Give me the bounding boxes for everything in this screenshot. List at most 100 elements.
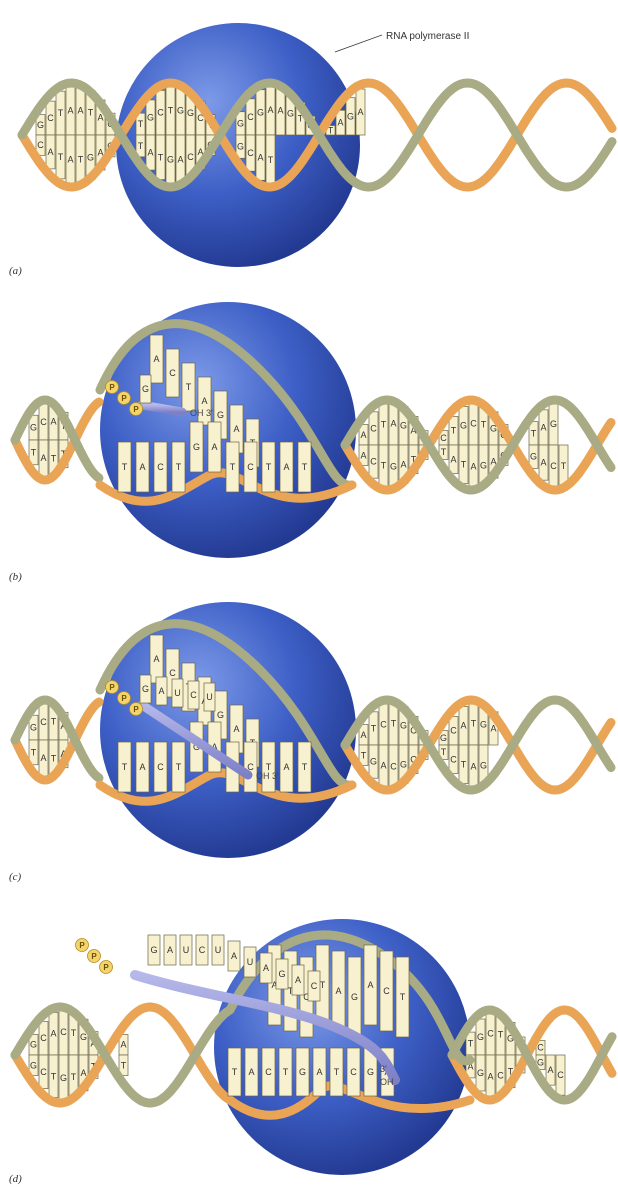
base-bottom-letter: T (51, 1071, 57, 1081)
base-top-letter: T (168, 105, 174, 115)
rna-base-letter: A (295, 975, 301, 985)
base-top-letter: G (480, 719, 487, 729)
base-bottom-letter: A (360, 450, 366, 460)
phosphate-label: P (121, 394, 127, 403)
open-coding-base-letter: T (186, 382, 192, 392)
base-top-letter: A (460, 721, 466, 731)
rna-base-letter: U (215, 945, 222, 955)
base-top-letter: G (147, 112, 154, 122)
base-bottom-letter: T (78, 155, 84, 165)
template-base-letter: C (265, 1067, 272, 1077)
base-top-letter: A (67, 105, 73, 115)
base-bottom-letter: G (400, 759, 407, 769)
base-top-letter: C (537, 1043, 544, 1053)
base-top-letter: G (80, 1032, 87, 1042)
template-base-letter: T (266, 462, 272, 472)
base-bottom-letter: A (40, 453, 46, 463)
base-top-letter: T (371, 723, 377, 733)
base-top-letter: T (51, 716, 57, 726)
template-base-letter: T (122, 462, 128, 472)
base-top-letter: C (40, 1033, 47, 1043)
template-base-letter: C (157, 762, 164, 772)
base-bottom-letter: T (121, 1060, 127, 1070)
open-coding-base-letter: A (335, 986, 341, 996)
template-base-letter: A (316, 1067, 322, 1077)
base-top-letter: A (277, 106, 283, 116)
base-top-letter: G (30, 423, 37, 433)
base-top-letter: C (40, 417, 47, 427)
base-top-letter: C (40, 717, 47, 727)
base-top-letter: C (440, 433, 447, 443)
base-bottom-letter: T (461, 459, 467, 469)
open-coding-base-letter: C (383, 986, 390, 996)
base-top-letter: C (370, 423, 377, 433)
base-top-letter: A (360, 730, 366, 740)
base-bottom-letter: A (487, 1071, 493, 1081)
base-top-letter: T (481, 419, 487, 429)
template-base-letter: T (176, 762, 182, 772)
base-bottom-letter: A (547, 1065, 553, 1075)
base-bottom-letter: T (51, 454, 57, 464)
template-base-letter: A (248, 1067, 254, 1077)
base-bottom-letter: C (40, 1067, 47, 1077)
base-bottom-letter: T (461, 759, 467, 769)
polymerase-label: RNA polymerase II (386, 31, 469, 42)
base-bottom-letter: C (450, 754, 457, 764)
base-top-letter: G (347, 111, 354, 121)
template-base-letter: T (302, 762, 308, 772)
panel-b: GTCAATTTAACCTTAGGAATTCCTTAGTCATGGACCTGAA… (15, 302, 611, 558)
base-bottom-letter: G (480, 461, 487, 471)
base-bottom-letter: T (158, 152, 164, 162)
base-top-letter: G (30, 1040, 37, 1050)
base-bottom-letter: T (58, 152, 64, 162)
phosphate-label: P (103, 963, 109, 972)
base-bottom-letter: A (257, 153, 263, 163)
template-base-letter: C (350, 1067, 357, 1077)
base-bottom-letter: T (361, 750, 367, 760)
template-base-letter: G (367, 1067, 374, 1077)
rna-base-letter: G (278, 969, 285, 979)
base-top-letter: T (471, 719, 477, 729)
panel-label-a: (a) (9, 265, 22, 277)
base-bottom-letter: G (480, 761, 487, 771)
base-top-letter: G (440, 733, 447, 743)
template-base-letter: T (232, 1067, 238, 1077)
base-top-letter: A (357, 107, 363, 117)
panel-label-b: (b) (9, 571, 22, 583)
base-bottom-letter: T (71, 1072, 77, 1082)
base-bottom-letter: T (441, 447, 447, 457)
panel-c: GTCATTAAATTGCATCGGCCTAGTCCATTAGGAACTAGAT… (15, 602, 611, 858)
rna-oh-3-label: OH 3' (256, 771, 279, 781)
base-top-letter: G (400, 421, 407, 431)
panel-d: GGCCATCGTTGAATATTAGGCATCGTGACGACATCTAGAC… (15, 919, 612, 1175)
base-top-letter: A (50, 1029, 56, 1039)
base-bottom-letter: G (60, 1073, 67, 1083)
base-bottom-letter: A (470, 461, 476, 471)
rna-oh-3-label: OH 3' (190, 408, 213, 418)
base-bottom-letter: G (87, 152, 94, 162)
template-base-letter: T (176, 462, 182, 472)
base-bottom-letter: C (187, 152, 194, 162)
base-bottom-letter: T (31, 747, 37, 757)
base-bottom-letter: G (237, 142, 244, 152)
base-bottom-letter: C (497, 1071, 504, 1081)
base-top-letter: C (470, 419, 477, 429)
base-bottom-letter: G (530, 452, 537, 462)
base-top-letter: T (138, 119, 144, 129)
open-coding-base-letter: G (217, 410, 224, 420)
base-top-letter: T (88, 108, 94, 118)
base-top-letter: G (30, 723, 37, 733)
base-top-letter: G (257, 107, 264, 117)
base-bottom-letter: C (247, 148, 254, 158)
rna-base-letter: U (183, 945, 190, 955)
base-top-letter: T (451, 426, 457, 436)
base-bottom-letter: T (138, 141, 144, 151)
base-top-letter: A (390, 419, 396, 429)
open-coding-base-letter: C (169, 668, 176, 678)
base-top-letter: T (498, 1029, 504, 1039)
template-base-letter: T (122, 762, 128, 772)
base-bottom-letter: A (147, 148, 153, 158)
phosphate-label: P (121, 694, 127, 703)
open-coding-base-letter: T (400, 992, 406, 1002)
base-bottom-letter: G (30, 1060, 37, 1070)
